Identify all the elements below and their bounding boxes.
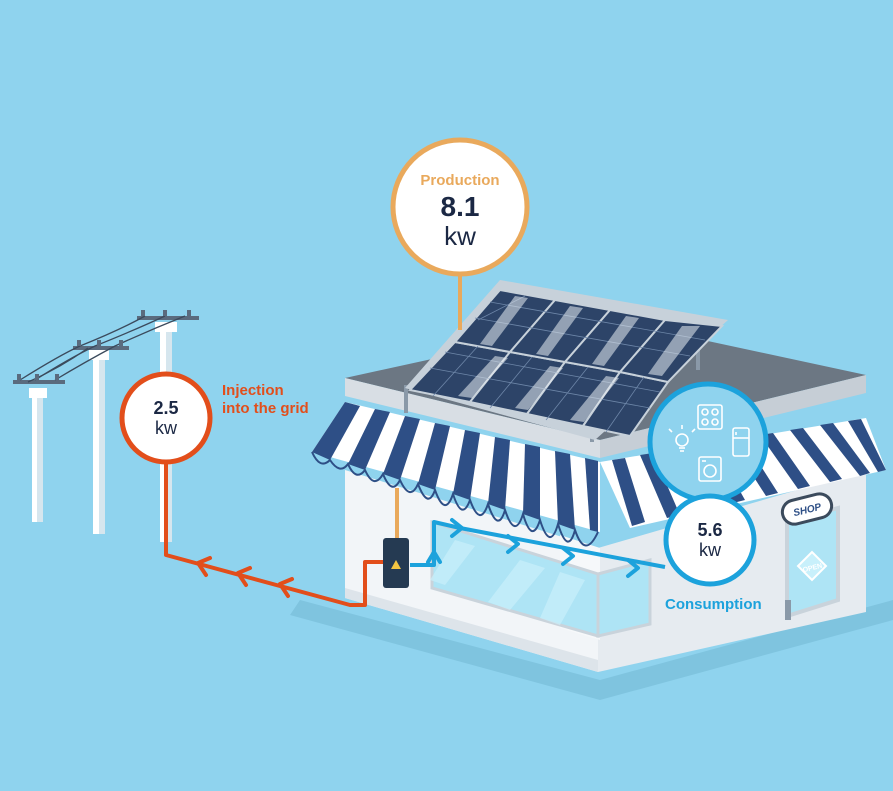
production-value: 8.1 <box>440 191 480 222</box>
injection-unit: kw <box>155 418 177 438</box>
injection-arrows <box>196 556 294 598</box>
appliances-bubble <box>647 381 769 503</box>
insulators <box>17 310 191 380</box>
consumption-value: 5.6 <box>697 520 723 540</box>
shop-sign: SHOP <box>780 492 834 526</box>
open-sign-text: OPEN <box>802 563 823 575</box>
solar-array <box>404 280 728 442</box>
production-unit: kw <box>444 221 476 251</box>
injection-bubble <box>119 371 213 465</box>
production-text: Production 8.1 kw <box>400 172 520 249</box>
washing-machine-icon <box>698 456 722 482</box>
injection-label-line1: Injection <box>222 382 284 399</box>
injection-label-line2: into the grid <box>222 400 309 417</box>
light-bulb-icon <box>668 425 696 452</box>
injection-text: 2.5 kw <box>126 398 206 438</box>
consumption-unit: kw <box>699 540 721 560</box>
consumption-arrows <box>426 518 640 578</box>
consumption-text: 5.6 kw <box>670 520 750 560</box>
electric-meter <box>383 538 409 588</box>
open-sign: OPEN <box>796 550 828 582</box>
production-label: Production <box>420 172 500 189</box>
awning-left <box>311 402 600 547</box>
refrigerator-icon <box>732 427 750 457</box>
pole-1 <box>13 380 65 522</box>
production-bubble <box>390 137 530 277</box>
injection-value: 2.5 <box>153 398 179 418</box>
consumption-bubble <box>663 493 757 587</box>
cooktop-icon <box>697 404 723 430</box>
injection-label: Injection into the grid <box>222 382 309 418</box>
consumption-label: Consumption <box>665 596 762 613</box>
ground-shadow <box>290 600 893 700</box>
pole-2 <box>73 346 129 534</box>
consumption-line <box>410 520 666 569</box>
injection-line <box>164 462 385 607</box>
